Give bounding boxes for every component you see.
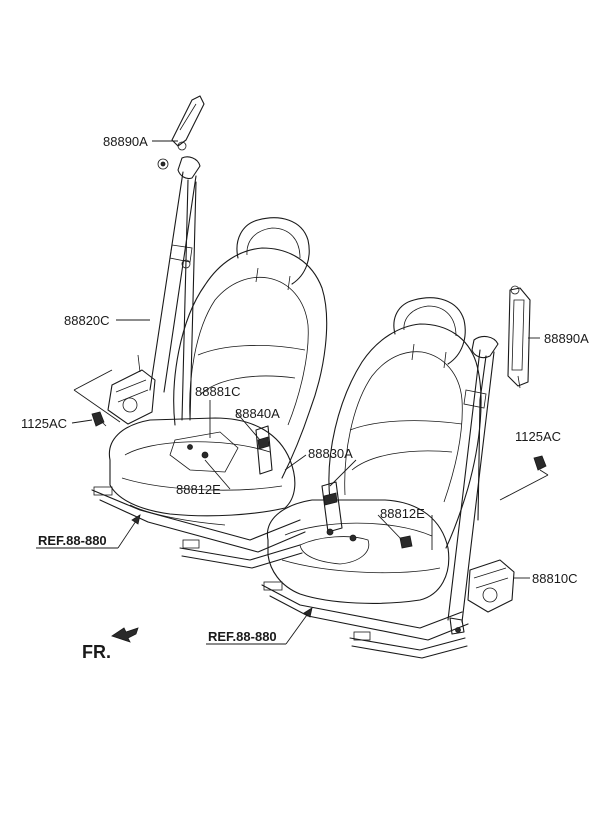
left-seat-belt — [91, 95, 205, 427]
front-direction-arrow — [111, 627, 139, 643]
label-88890A-left: 88890A — [103, 134, 148, 149]
label-88840A: 88840A — [235, 406, 280, 421]
label-88890A-right: 88890A — [544, 331, 589, 346]
label-88820C: 88820C — [64, 313, 110, 328]
right-seat — [261, 297, 482, 659]
ref-88-880-left: REF.88-880 — [38, 533, 107, 548]
label-88881C: 88881C — [195, 384, 241, 399]
leader-lines — [36, 140, 549, 645]
label-88810C: 88810C — [532, 571, 578, 586]
front-direction-label: FR. — [82, 642, 111, 662]
label-88812E-right: 88812E — [380, 506, 425, 521]
label-88812E-left: 88812E — [176, 482, 221, 497]
ref-88-880-right: REF.88-880 — [208, 629, 277, 644]
label-1125AC-left: 1125AC — [21, 416, 67, 431]
part-labels: 88890A 88820C 1125AC 88881C 88840A 88812… — [21, 134, 589, 662]
right-seat-belt — [447, 285, 547, 635]
left-seat — [91, 217, 328, 569]
label-1125AC-right: 1125AC — [515, 429, 561, 444]
label-88830A: 88830A — [308, 446, 353, 461]
